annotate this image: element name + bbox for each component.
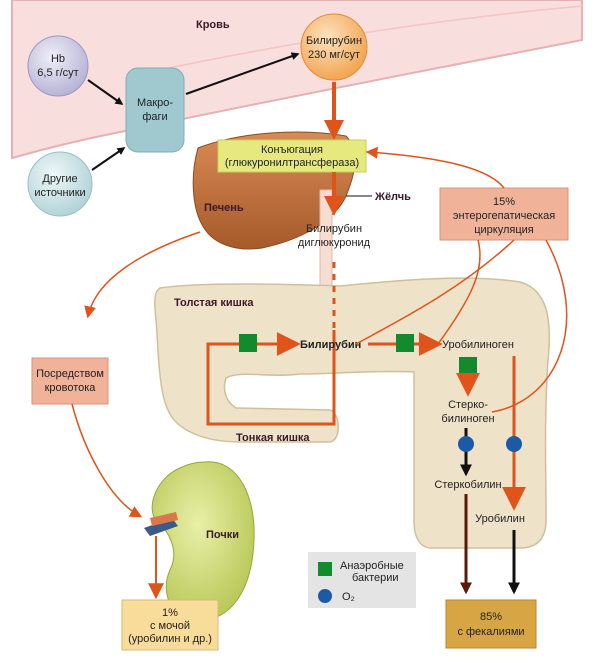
macrophage-box — [125, 67, 185, 153]
legend-anaerobic-line2: бактерии — [352, 572, 399, 584]
arrow-hb-to-macrophage — [87, 79, 124, 105]
enterohepatic-box — [439, 187, 569, 241]
legend-bacteria-swatch — [318, 562, 332, 576]
urine-line2: с мочой — [150, 620, 190, 632]
arrow-other-to-macrophage — [91, 147, 126, 171]
stercobilin-label: Стеркобилин — [434, 479, 501, 491]
other-sources-line2: источники — [34, 187, 85, 199]
conjugation-line2: (глюкуронилтрансфераза) — [225, 157, 359, 169]
kidneys-label: Почки — [206, 529, 239, 541]
curve-stercobilinogen-to-enterohepatic — [491, 239, 568, 413]
via-blood-box — [31, 357, 109, 405]
urine-line1: 1% — [162, 607, 178, 619]
blood-label: Кровь — [196, 19, 230, 31]
curve-bilirubin-to-enterohepatic — [355, 239, 515, 345]
bacteria-marker-down — [459, 357, 477, 375]
hb-circle — [27, 35, 89, 97]
arrow-gut-loop — [206, 330, 336, 426]
kidney-shape — [151, 461, 255, 621]
via-blood-line2: кровотока — [45, 382, 97, 394]
hb-amount: 6,5 г/сут — [37, 67, 78, 79]
curve-blood-to-kidney — [71, 403, 143, 518]
feces-line1: 85% — [480, 611, 502, 623]
legend-anaerobic-line1: Анаэробные — [340, 560, 404, 572]
macrophage-line1: Макро- — [137, 97, 173, 109]
arrow-macrophage-to-bilirubin — [185, 52, 300, 95]
liver-label: Печень — [204, 202, 244, 214]
bacteria-marker-left — [239, 334, 257, 352]
conjugation-box — [217, 139, 367, 173]
enterohepatic-line3: циркуляция — [474, 224, 534, 236]
stercobilinogen-line1: Стерко- — [448, 399, 488, 411]
feces-line2: с фекалиями — [457, 626, 524, 638]
via-blood-line1: Посредством — [36, 368, 104, 380]
o2-marker-right — [506, 436, 522, 452]
conjugation-line1: Конъюгация — [261, 144, 323, 156]
bilirubin-circle — [300, 13, 368, 81]
colon-label: Толстая кишка — [174, 297, 254, 309]
renal-vein — [144, 518, 178, 536]
o2-marker-left — [458, 436, 474, 452]
renal-artery — [150, 512, 178, 526]
urine-line3: (уробилин и др.) — [128, 633, 212, 645]
curve-urobilinogen-to-enterohepatic — [437, 239, 481, 345]
enterohepatic-line1: 15% — [493, 196, 515, 208]
urine-box — [121, 599, 219, 651]
bacteria-marker-right — [396, 334, 414, 352]
legend-o2-swatch — [318, 589, 332, 603]
legend-o2-label: O₂ — [342, 591, 355, 603]
bilirubin-top-line2: 230 мг/сут — [308, 49, 360, 61]
other-sources-circle — [27, 151, 93, 217]
other-sources-line1: Другие — [42, 173, 77, 185]
bilirubin-gut-label: Билирубин — [300, 339, 361, 351]
feces-box — [445, 599, 537, 649]
enterohepatic-line2: энтерогепатическая — [453, 210, 555, 222]
bili-diglucuronide-line1: Билирубин — [306, 223, 362, 235]
small-intestine-label: Тонкая кишка — [236, 432, 310, 444]
urobilinogen-label: Уробилиноген — [442, 339, 514, 351]
stercobilinogen-line2: билиноген — [441, 413, 494, 425]
vessel-highlight — [149, 5, 583, 73]
arrow-enterohepatic-to-conjugation — [365, 146, 505, 189]
macrophage-line2: фаги — [142, 111, 167, 123]
urobilin-label: Уробилин — [475, 513, 525, 525]
bile-label: Жёлчь — [374, 191, 411, 203]
bilirubin-top-line1: Билирубин — [306, 35, 362, 47]
bili-diglucuronide-line2: диглюкуронид — [298, 237, 371, 249]
curve-liver-to-blood — [84, 231, 201, 319]
hb-label: Hb — [51, 53, 65, 65]
